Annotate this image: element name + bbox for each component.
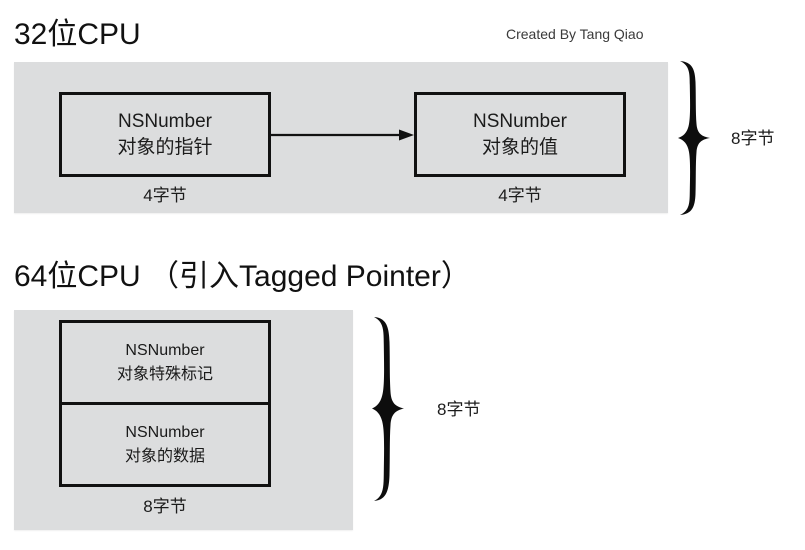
- box-nsnumber-pointer: NSNumber 对象的指针: [59, 92, 271, 177]
- box-value-line1: NSNumber: [473, 110, 567, 132]
- cell-object-data: NSNumber 对象的数据: [62, 402, 268, 484]
- cell-data-line1: NSNumber: [125, 423, 205, 441]
- section-title-64bit: 64位CPU （引入Tagged Pointer）: [14, 260, 471, 293]
- caption-pointer-size: 4字节: [143, 186, 187, 205]
- caption-value-size: 4字节: [498, 186, 542, 205]
- curly-brace-icon-64bit: [370, 316, 416, 502]
- credit-text: Created By Tang Qiao: [506, 26, 644, 42]
- brace-label-64bit: 8字节: [437, 400, 481, 419]
- box-pointer-line1: NSNumber: [118, 110, 212, 132]
- cell-tag-line2: 对象特殊标记: [116, 365, 213, 383]
- arrow-right-icon: [271, 125, 414, 145]
- box-nsnumber-value: NSNumber 对象的值: [414, 92, 626, 177]
- box-pointer-line2: 对象的指针: [117, 136, 213, 158]
- caption-tagged-pointer-size: 8字节: [143, 497, 187, 516]
- box-value-line2: 对象的值: [481, 136, 558, 158]
- brace-label-32bit: 8字节: [731, 129, 775, 148]
- section-title-32bit: 32位CPU: [14, 18, 141, 51]
- cell-tag-line1: NSNumber: [125, 341, 205, 359]
- curly-brace-icon-32bit: [676, 60, 722, 216]
- cell-data-line2: 对象的数据: [124, 447, 205, 465]
- box-tagged-pointer: NSNumber 对象特殊标记 NSNumber 对象的数据: [59, 320, 271, 487]
- cell-special-tag: NSNumber 对象特殊标记: [62, 323, 268, 402]
